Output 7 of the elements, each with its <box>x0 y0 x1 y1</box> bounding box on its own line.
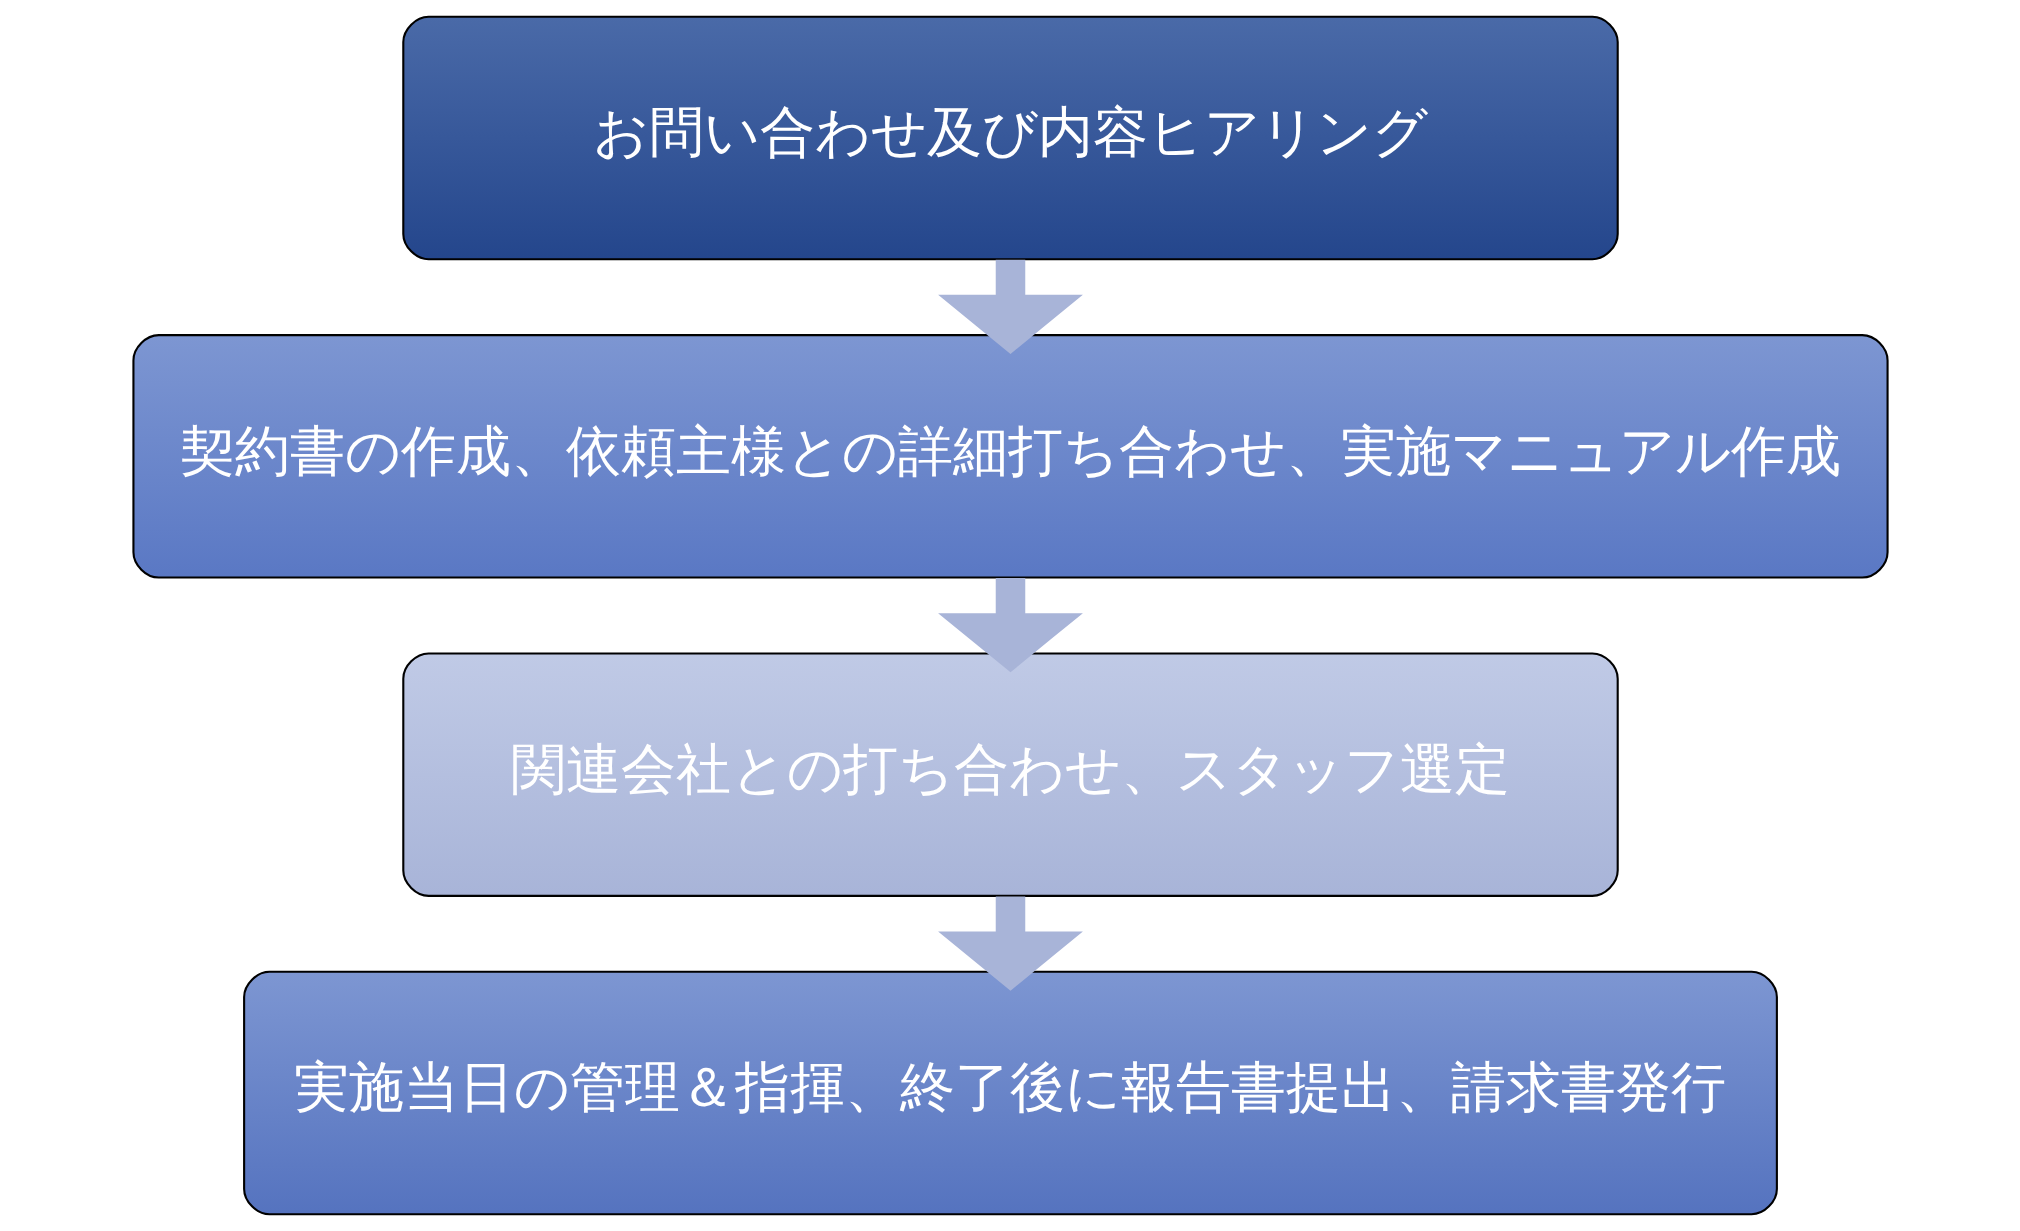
arrow <box>937 259 1083 354</box>
arrow <box>937 578 1083 673</box>
arrow <box>937 896 1083 991</box>
node-box: 契約書の作成、依頼主様との詳細打ち合わせ、実施マニュアル作成 <box>131 334 1889 579</box>
node-box: 関連会社との打ち合わせ、スタッフ選定 <box>401 652 1619 897</box>
node-box: お問い合わせ及び内容ヒアリング <box>401 15 1619 261</box>
node-box: 実施当日の管理＆指揮、終了後に報告書提出、請求書発行 <box>242 970 1778 1216</box>
